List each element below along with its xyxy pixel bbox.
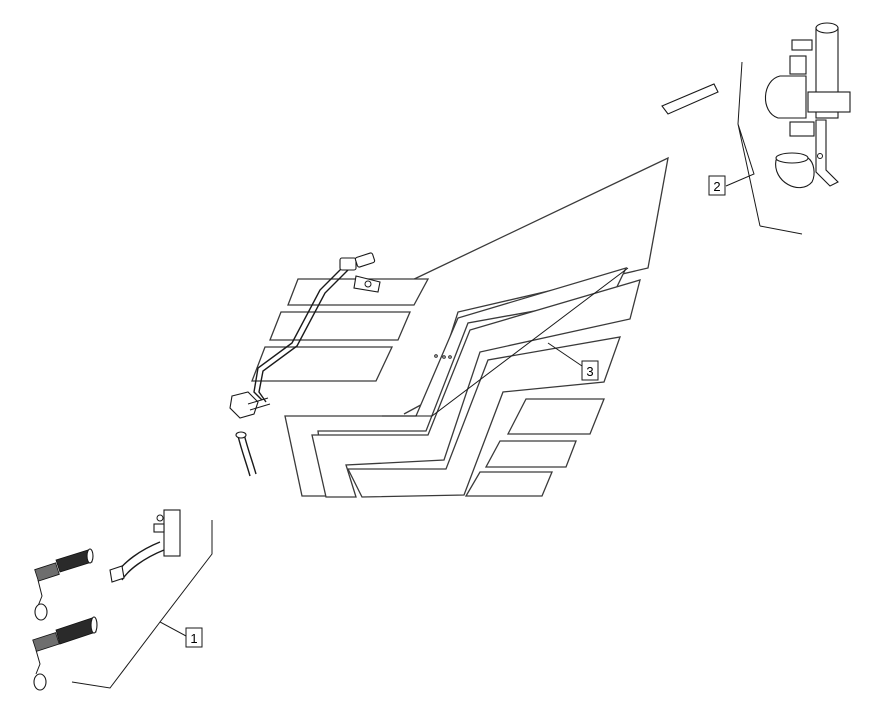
chevron-decal-panel: [251, 156, 669, 498]
coupler-hose-b: [121, 549, 165, 581]
grip-dust-cap: [33, 673, 47, 691]
callout-number: 2: [713, 179, 720, 194]
loose-hose: [237, 433, 257, 477]
callout-number: 1: [190, 631, 197, 646]
callout-1-leader: [71, 520, 213, 689]
coupler-hose-end: [109, 565, 125, 583]
callout-2: 2: [708, 175, 726, 196]
cylinder-clamp: [807, 91, 851, 113]
grip-chain: [37, 579, 43, 607]
bracket-bolt: [817, 153, 823, 159]
decal-dot: [448, 355, 452, 359]
cylinder-accumulator-assembly: [661, 22, 851, 188]
pipe-upper-connector: [354, 252, 376, 268]
decal-chevron-middle: [311, 279, 641, 498]
cylinder-top-cap: [815, 22, 839, 34]
quick-coupler-assembly: [32, 509, 181, 691]
decal-chevron-inner: [346, 336, 621, 498]
decal-stripe-3: [251, 346, 394, 382]
top-fitting: [791, 39, 813, 51]
pipe-elbow-stub: [247, 397, 271, 411]
grip-handle-upper: [34, 548, 94, 621]
grip-handle-lower: [32, 616, 98, 691]
callout-1: 1: [185, 627, 203, 648]
grip-sleeve: [55, 549, 93, 573]
decal-stripe-5: [484, 440, 577, 468]
lower-fitting: [789, 121, 815, 137]
grip-sleeve: [55, 617, 97, 645]
pipe-line-a: [253, 264, 346, 401]
coupler-bleed-screw: [156, 514, 164, 522]
short-hose: [661, 83, 719, 115]
grip-coupler: [32, 632, 60, 652]
accumulator-top: [775, 152, 809, 164]
callout-box: [185, 627, 203, 648]
decal-chevron-outer: [284, 266, 628, 497]
hose-end: [235, 431, 247, 439]
coupler-valve-body: [163, 509, 181, 557]
grip-chain: [35, 649, 41, 675]
pipe-upper-fitting: [339, 257, 357, 271]
decal-stripe-6: [464, 471, 553, 497]
accumulator-sphere: [775, 157, 815, 188]
leader-line-3b: [547, 342, 583, 367]
pipe-line-b: [258, 267, 351, 403]
support-bracket: [815, 119, 839, 187]
grip-coupler: [34, 562, 60, 582]
bracket-hole: [364, 280, 372, 288]
grip-cap: [86, 548, 94, 564]
grip-cap: [90, 616, 98, 634]
pipe-mount-bracket: [353, 275, 381, 293]
callout-3-leader: [382, 267, 629, 417]
callout-number: 3: [586, 364, 593, 379]
callout-3: 3: [581, 360, 599, 381]
pipe-lower-elbow: [229, 391, 259, 419]
decal-stripe-2: [269, 311, 411, 341]
callout-2-leader: [725, 61, 803, 235]
grip-dust-cap: [34, 603, 48, 621]
decal-stripe-4: [506, 398, 605, 435]
leader-line-3a: [382, 267, 629, 417]
decal-stripe-1: [287, 278, 430, 306]
callout-box: [581, 360, 599, 381]
hydraulic-pipe-assembly: [229, 252, 381, 477]
decal-dot: [434, 354, 438, 358]
callout-box: [708, 175, 726, 196]
valve-block: [789, 55, 807, 75]
pump-drum: [764, 75, 807, 119]
coupler-side-port: [153, 523, 165, 533]
decal-dot: [442, 355, 446, 359]
